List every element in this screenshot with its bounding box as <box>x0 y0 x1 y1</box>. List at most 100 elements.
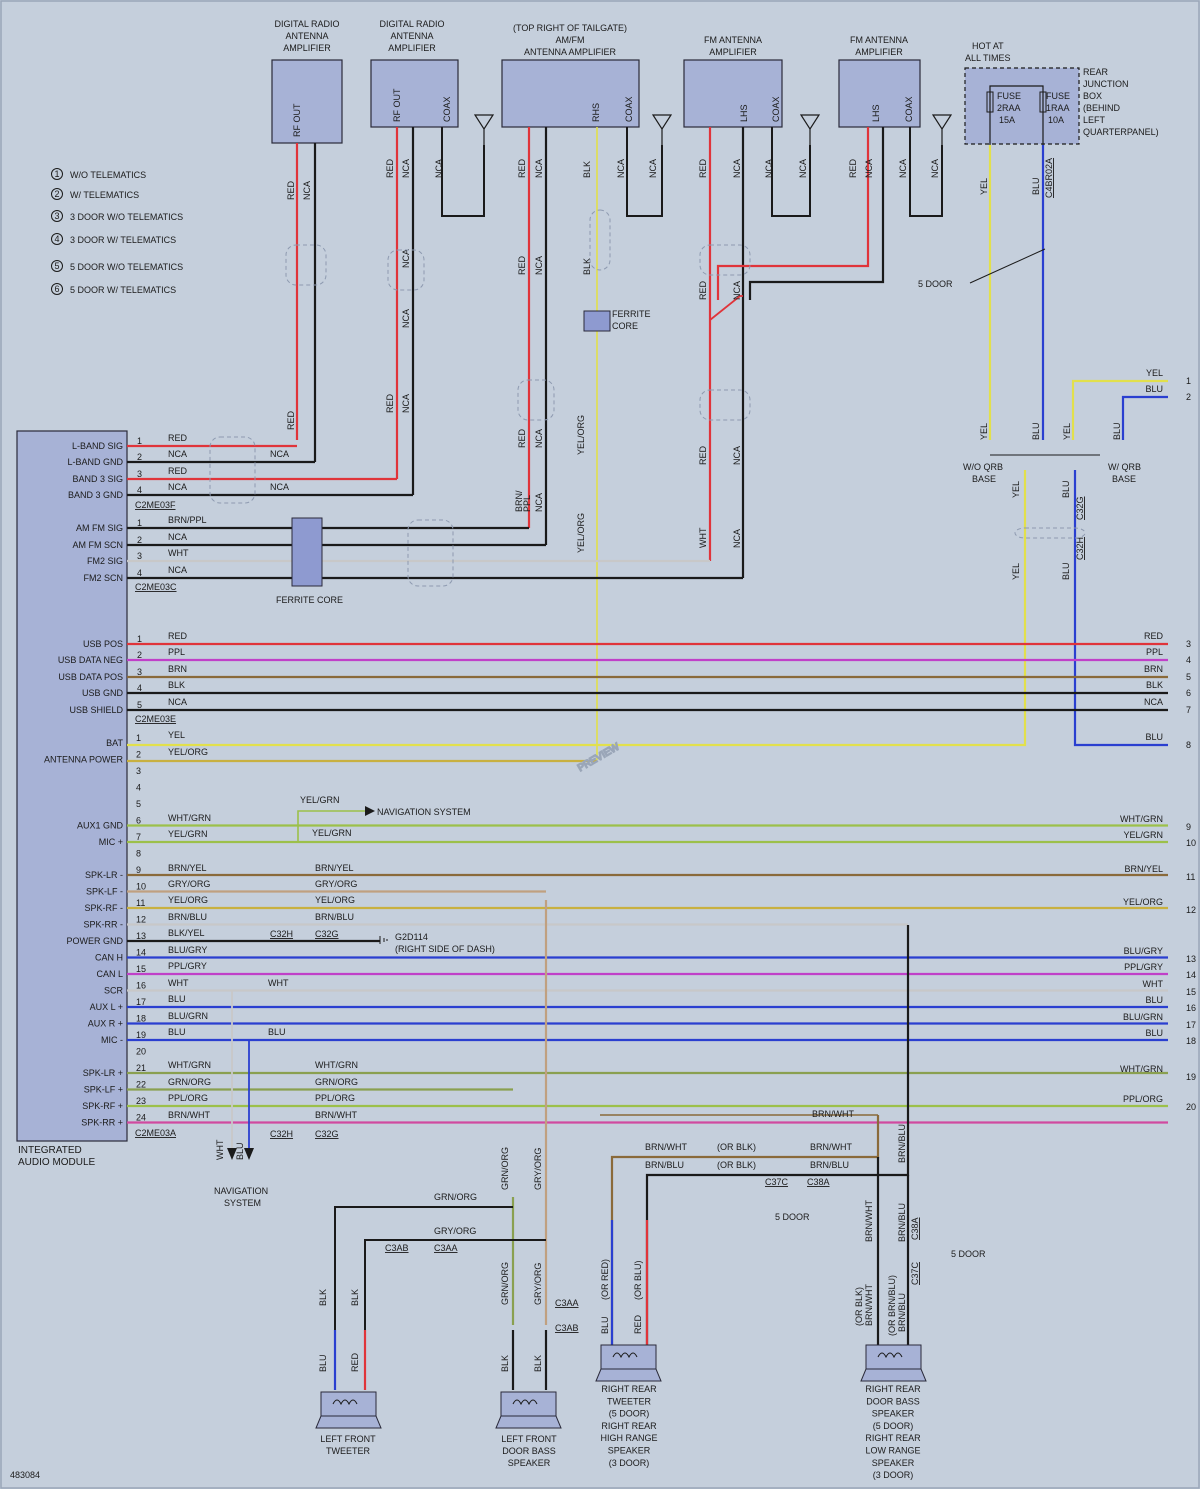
pin-num-a-8: 9 <box>136 865 141 875</box>
wire-label-7: NCA <box>168 532 187 542</box>
wire-vlabel-16: NCA <box>534 256 544 275</box>
right-pin-num-3: 4 <box>1186 655 1191 665</box>
woqrb-label-1: W/O QRB <box>963 462 1003 472</box>
fuse2-symbol <box>1039 91 1047 113</box>
pin-label-a-16: AUX L + <box>90 1002 123 1012</box>
pin-label-c-1: AM FM SCN <box>73 540 124 550</box>
pin-num-e-0: 1 <box>137 634 142 644</box>
fm1-pin-coax: COAX <box>771 96 781 122</box>
wire-vlabel-48: GRN/ORG <box>500 1262 510 1305</box>
pin-num-a-4: 5 <box>136 799 141 809</box>
lfd-label-2: DOOR BASS <box>502 1446 556 1456</box>
fuse2-l2: 1RAA <box>1046 103 1070 113</box>
wire-dab2-coax <box>441 127 485 217</box>
pin-label-a-1: ANTENNA POWER <box>44 755 124 765</box>
wire-vlabel-23: NCA <box>798 159 808 178</box>
wire-vlabel-44: WHT <box>215 1139 225 1160</box>
navigation-label-b1: NAVIGATION <box>214 1186 268 1196</box>
legend-num-3: 4 <box>54 234 59 244</box>
wire-label-42: WHT/GRN <box>315 1060 358 1070</box>
pin-label-f-2: BAND 3 SIG <box>72 474 123 484</box>
wire-vlabel-60: BRN/WHT <box>864 1200 874 1242</box>
rrt-label-5: SPEAKER <box>608 1446 651 1456</box>
wire-vlabel-64: BRN/BLU <box>897 1293 907 1332</box>
wire-vlabel-28: RED <box>698 280 708 300</box>
right-pin-num-13: 14 <box>1186 970 1196 980</box>
right-pin-num-4: 5 <box>1186 672 1191 682</box>
wire-label-17: WHT/GRN <box>168 813 211 823</box>
module-title-line2: AUDIO MODULE <box>18 1157 96 1168</box>
wire-vlabel-59: (OR BLU) <box>633 1260 643 1300</box>
wire-vlabel-32: WHT <box>698 527 708 548</box>
amfm-pin-coax: COAX <box>624 96 634 122</box>
wire-label-15: YEL <box>168 730 185 740</box>
connector-c2me03c: C2ME03C <box>135 582 177 592</box>
wire-vlabel-21: NCA <box>732 159 742 178</box>
antenna-icon-4 <box>931 114 953 131</box>
right-pin-label-16: BLU/GRN <box>1123 1012 1163 1022</box>
integrated-audio-module-box <box>16 430 128 1142</box>
right-pin-num-18: 19 <box>1186 1072 1196 1082</box>
pin-label-a-17: AUX R + <box>88 1019 123 1029</box>
connector-vlabel-4: C37C <box>910 1261 920 1285</box>
right-pin-num-17: 18 <box>1186 1036 1196 1046</box>
pin-label-e-1: USB DATA NEG <box>58 655 123 665</box>
pin-label-e-3: USB GND <box>82 688 124 698</box>
right-pin-label-6: NCA <box>1144 697 1163 707</box>
amfm-title-2: AM/FM <box>556 35 585 45</box>
wire-label-32: BLU <box>168 1027 186 1037</box>
rrd-label-2: SPEAKER <box>872 1409 915 1419</box>
wire-vlabel-31: NCA <box>732 446 742 465</box>
fm2-pin-lhs: LHS <box>871 104 881 122</box>
wire-vlabel-70: BRN/ <box>514 490 524 512</box>
wire-label-5: NCA <box>270 482 289 492</box>
legend-text-2: 3 DOOR W/O TELEMATICS <box>70 212 183 222</box>
right-pin-label-4: BRN <box>1144 664 1163 674</box>
rrd-label-3: (5 DOOR) <box>873 1421 914 1431</box>
wire-label-25: BLK/YEL <box>168 928 205 938</box>
connector-label-7: C3AB <box>555 1323 579 1333</box>
wire-vlabel-68: YEL/ORG <box>576 415 586 455</box>
connector-label-4: C3AB <box>385 1243 409 1253</box>
dab2-pin-rfout: RF OUT <box>392 88 402 122</box>
pin-num-a-11: 12 <box>136 915 146 925</box>
wire-vlabel-38: YEL <box>1062 423 1072 440</box>
pin-num-f-3: 4 <box>137 485 142 495</box>
wire-vlabel-69: NCA <box>534 493 544 512</box>
wire-label-34: WHT/GRN <box>168 1060 211 1070</box>
right-rear-tweeter-icon-coil-icon <box>612 1352 638 1359</box>
right-pin-label-11: YEL/ORG <box>1123 897 1163 907</box>
wire-vlabel-2: RED <box>286 410 296 430</box>
nav-arrow-icon <box>365 806 375 816</box>
rrd-label-4: RIGHT REAR <box>865 1433 921 1443</box>
dab2-pin-coax: COAX <box>442 96 452 122</box>
antenna-icon-1 <box>473 114 495 131</box>
pin-label-a-9: SPK-LF - <box>86 887 123 897</box>
wire-label-9: NCA <box>168 565 187 575</box>
connector-vlabel-0: C4BR02A <box>1044 158 1054 198</box>
legend-circle-2 <box>51 210 63 222</box>
pin-num-a-23: 24 <box>136 1113 146 1123</box>
dab1-title-3: AMPLIFIER <box>283 43 331 53</box>
wire-vlabel-22: NCA <box>764 159 774 178</box>
wire-label-29: WHT <box>268 978 289 988</box>
right-rear-tweeter-icon-cone <box>595 1368 662 1382</box>
right-pin-label-17: BLU <box>1145 1028 1163 1038</box>
wire-label-10: RED <box>168 631 188 641</box>
right-pin-label-5: BLK <box>1146 680 1163 690</box>
lft-label-2: TWEETER <box>326 1446 370 1456</box>
wire-vlabel-9: NCA <box>401 309 411 328</box>
pin-num-a-7: 8 <box>136 849 141 859</box>
wire-vlabel-34: YEL <box>979 178 989 195</box>
rjb-label-4: LEFT <box>1083 115 1106 125</box>
pin-num-a-20: 21 <box>136 1063 146 1073</box>
pin-label-a-13: CAN H <box>95 953 123 963</box>
rrd-label-5: LOW RANGE <box>865 1446 920 1456</box>
connector-shell-6 <box>699 389 751 421</box>
right-pin-label-3: PPL <box>1146 647 1163 657</box>
legend-num-1: 2 <box>54 189 59 199</box>
wire-label-46: GRN/ORG <box>434 1192 477 1202</box>
right-pin-label-15: BLU <box>1145 995 1163 1005</box>
wire-vlabel-27: NCA <box>930 159 940 178</box>
right-pin-label-7: BLU <box>1145 732 1163 742</box>
